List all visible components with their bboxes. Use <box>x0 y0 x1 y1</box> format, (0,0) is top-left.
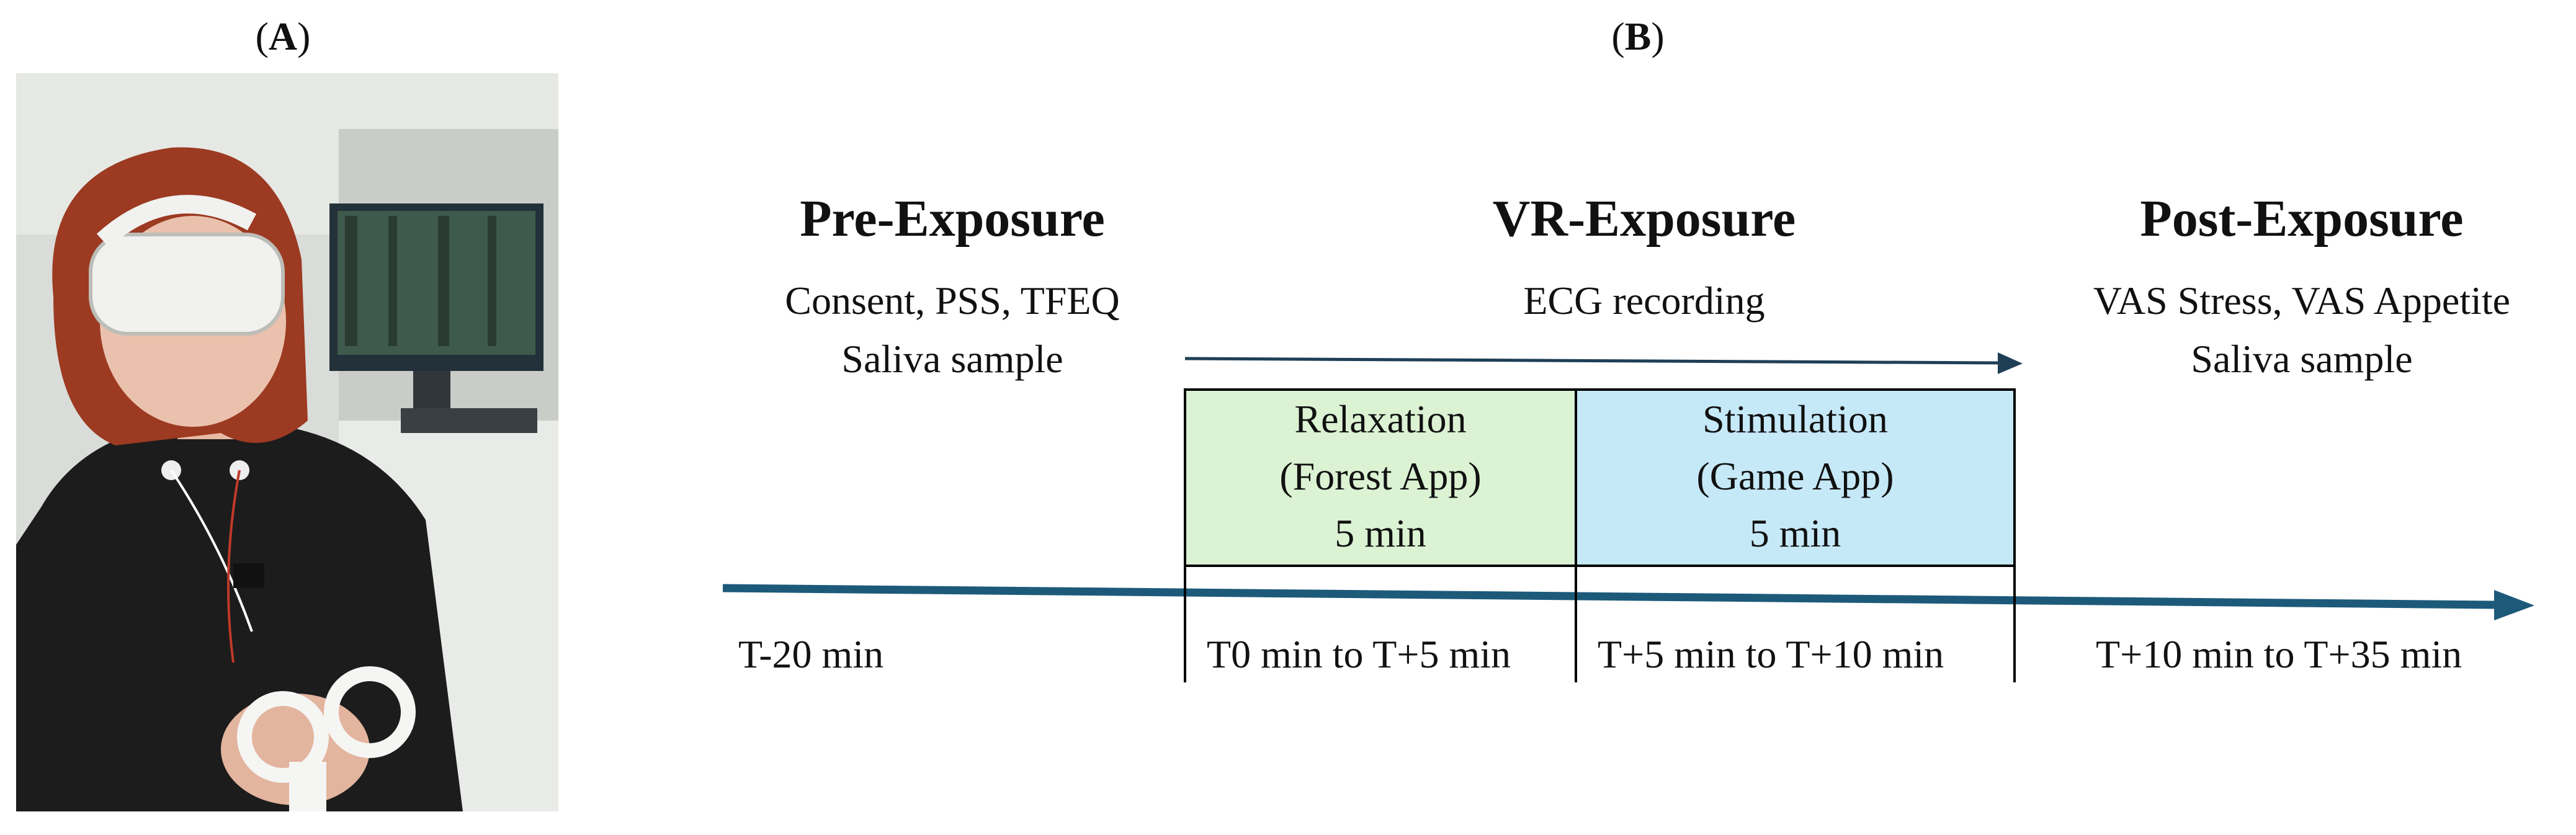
panel-label-a: (A) <box>255 14 311 58</box>
stimulation-line-2: (Game App) <box>1696 454 1894 498</box>
main-timeline-line <box>722 584 2495 609</box>
main-timeline-arrow-head <box>2494 590 2534 620</box>
stimulation-box: Stimulation (Game App) 5 min <box>1575 388 2016 567</box>
stimulation-line-3: 5 min <box>1749 511 1841 555</box>
time-stimulation: T+5 min to T+10 min <box>1598 632 1944 676</box>
ecg-arrow-head <box>1998 352 2023 374</box>
post-exposure-line-2: Saliva sample <box>2191 337 2413 381</box>
pre-exposure-line-2: Saliva sample <box>841 337 1063 381</box>
time-post: T+10 min to T+35 min <box>2096 632 2462 676</box>
time-pre: T-20 min <box>738 632 884 676</box>
pre-exposure-title: Pre-Exposure <box>800 190 1105 248</box>
relaxation-line-1: Relaxation <box>1294 397 1467 441</box>
relaxation-line-2: (Forest App) <box>1279 454 1482 498</box>
relaxation-line-3: 5 min <box>1335 511 1426 555</box>
ecg-arrow-line <box>1184 357 2001 365</box>
panel-label-b: (B) <box>1611 14 1665 58</box>
stimulation-line-1: Stimulation <box>1702 397 1888 441</box>
post-exposure-title: Post-Exposure <box>2140 190 2464 248</box>
post-exposure-line-1: VAS Stress, VAS Appetite <box>2093 279 2511 323</box>
relaxation-box: Relaxation (Forest App) 5 min <box>1184 388 1577 567</box>
vr-participant-photo-icon <box>16 73 558 811</box>
time-relaxation: T0 min to T+5 min <box>1207 632 1511 676</box>
pre-exposure-line-1: Consent, PSS, TFEQ <box>785 279 1120 323</box>
ecg-recording-label: ECG recording <box>1523 279 1765 323</box>
vr-exposure-title: VR-Exposure <box>1492 190 1796 248</box>
